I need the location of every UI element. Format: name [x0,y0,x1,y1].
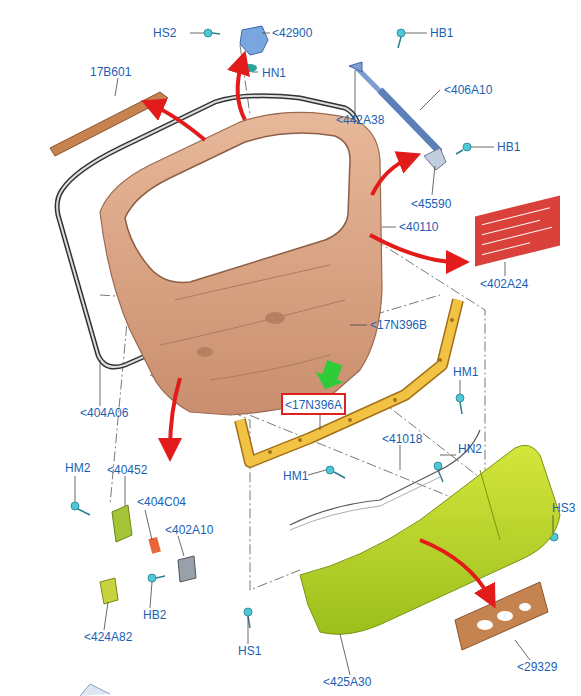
callout-number: HB2 [143,608,166,622]
callout-number: HM2 [65,461,90,475]
callout-number: <442A38 [336,113,384,127]
callout-number: <402A24 [480,277,528,291]
callout-number: <404C04 [137,495,186,509]
callout-number: <406A10 [444,83,492,97]
callout-number: HM1 [283,469,308,483]
callout-number: <17N396A [285,398,342,412]
callout-number: <404A06 [80,406,128,420]
callout-number: <29329 [517,660,557,674]
callout-number: HB1 [430,26,453,40]
callout-number: <402A10 [165,523,213,537]
callout-number: <40110 [399,220,439,234]
highlight-box: <17N396A [281,393,346,415]
callout-number: <42900 [272,26,312,40]
callout-number: HS2 [153,26,176,40]
callout-number: 17B601 [90,65,131,79]
callout-number: HM1 [453,365,478,379]
callout-number: HN2 [458,442,482,456]
callout-number: <425A30 [323,675,371,689]
callout-number: <17N396B [370,318,427,332]
callout-number: <41018 [382,432,422,446]
callout-number: HN1 [262,66,286,80]
callout-number: HS1 [238,644,261,658]
callout-number: <424A82 [84,630,132,644]
callout-number: <45590 [411,197,451,211]
callout-number: HS3 [552,501,575,515]
callout-number: <40452 [107,463,147,477]
callout-number: HB1 [497,140,520,154]
